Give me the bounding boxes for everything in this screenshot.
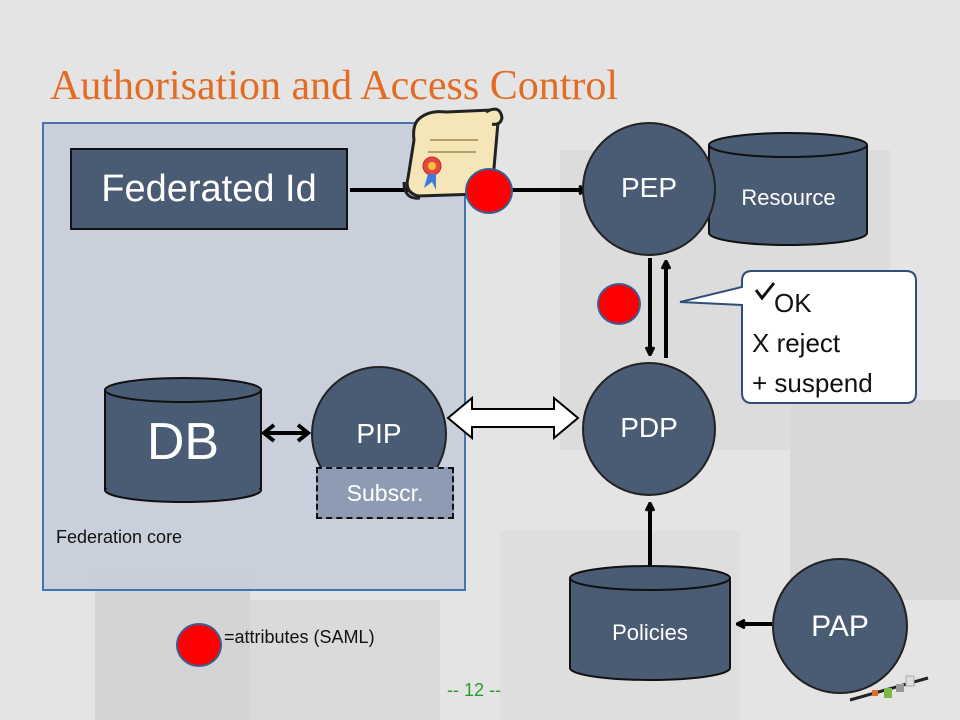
logo-icon (849, 675, 929, 702)
pdp-node: PDP (582, 362, 716, 496)
pip-label: PIP (356, 418, 402, 449)
db-label: DB (146, 413, 220, 471)
option-suspend: + suspend (752, 368, 873, 398)
db-cylinder (104, 377, 262, 503)
option-ok: OK (774, 288, 812, 318)
federation-core-label: Federation core (56, 527, 183, 547)
legend-attribute-dot (176, 623, 222, 667)
db-pip-arrow (260, 423, 312, 443)
policies-cylinder (569, 565, 731, 681)
pip-pdp-block-arrow (446, 395, 580, 441)
pep-label: PEP (620, 172, 678, 203)
option-reject: X reject (752, 328, 841, 358)
decision-options: OK X reject + suspend (752, 283, 873, 403)
attribute-dot (597, 283, 641, 325)
resource-label: Resource (741, 185, 836, 210)
check-icon (754, 282, 776, 301)
policies-label: Policies (612, 620, 688, 645)
resource-cylinder (708, 132, 868, 246)
pap-label: PAP (811, 610, 869, 643)
attribute-dot (465, 168, 513, 214)
background-panel (95, 570, 250, 720)
legend-label: =attributes (SAML) (224, 627, 375, 647)
background-panel (250, 600, 440, 720)
page-number: -- 12 -- (447, 680, 501, 700)
pep-node: PEP (582, 122, 716, 256)
subscr-box: Subscr. (316, 467, 454, 519)
decision-callout (679, 270, 917, 404)
pap-node: PAP (772, 558, 908, 694)
federated-id-box: Federated Id (70, 148, 348, 230)
pdp-label: PDP (620, 412, 678, 443)
slide-title: Authorisation and Access Control (50, 63, 619, 109)
